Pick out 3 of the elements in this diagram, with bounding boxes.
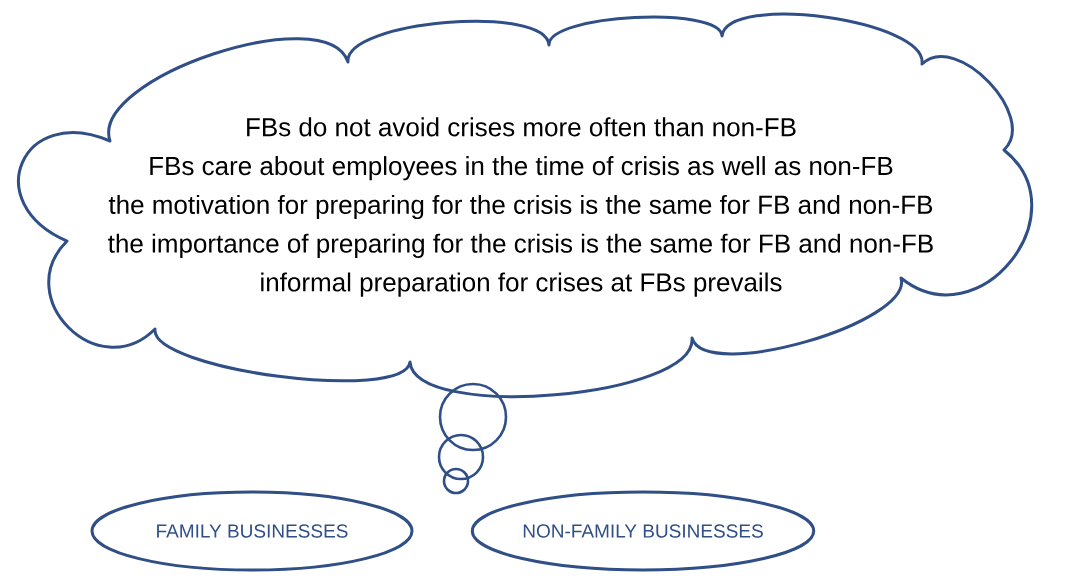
oval-label: FAMILY BUSINESSES xyxy=(90,490,414,572)
thought-cloud: FBs do not avoid crises more often than non-FB FBs care about employees in the time of crisis as well as non-FB the motivation for preparing for the crisis is the same for FB and non-FB the importance of preparing for the crisis is the same for FB and non-FB informal preparation for crises at FBs prevails xyxy=(17,12,1034,399)
oval-label: NON-FAMILY BUSINESSES xyxy=(470,490,816,572)
